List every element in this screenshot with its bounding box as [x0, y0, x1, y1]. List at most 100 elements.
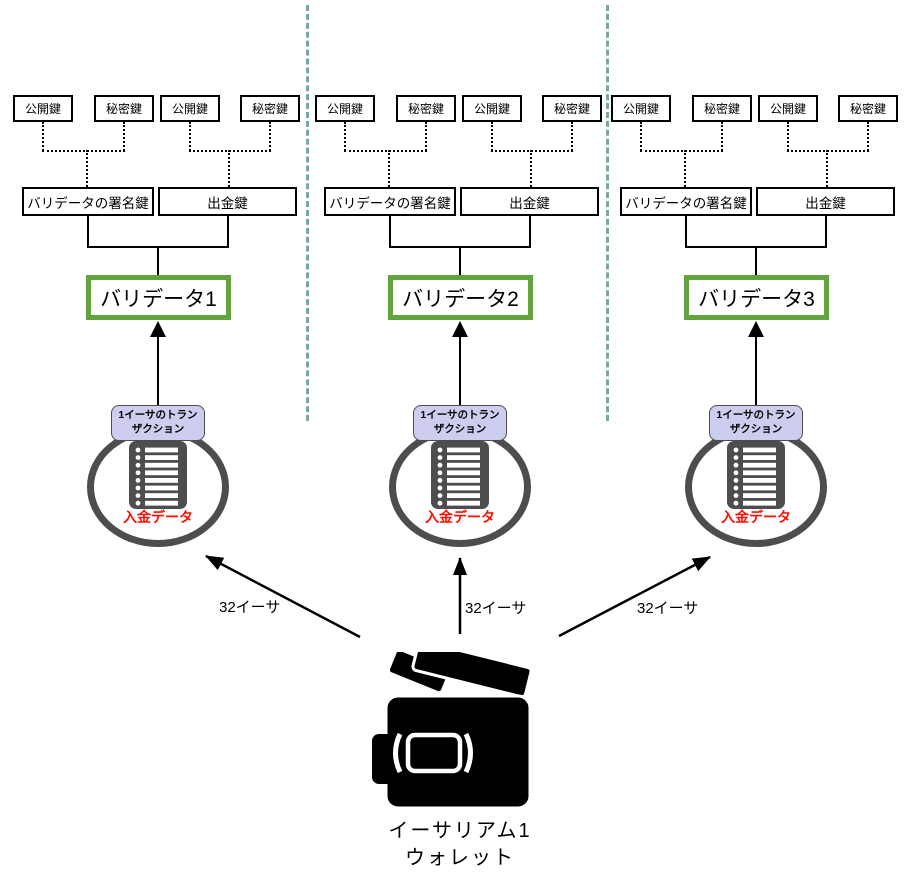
connector-dotted — [42, 150, 125, 152]
validator-label: バリデータ1 — [100, 287, 217, 311]
connector-dotted — [866, 122, 869, 151]
withdrawal-key-box: 出金鍵 — [460, 187, 599, 216]
public-key-box: 公開鍵 — [462, 95, 522, 122]
wallet-label: イーサリアム1 ウォレット — [340, 818, 580, 872]
connector-solid — [684, 216, 687, 247]
connector-dotted — [122, 122, 125, 151]
secret-key-box: 秘密鍵 — [542, 95, 602, 122]
secret-key-box: 秘密鍵 — [94, 95, 154, 122]
secret-key-box: 秘密鍵 — [692, 95, 752, 122]
connector-dotted — [529, 150, 532, 187]
public-key-label: 公開鍵 — [769, 102, 806, 116]
secret-key-label: 秘密鍵 — [553, 102, 590, 116]
withdrawal-key-label: 出金鍵 — [509, 195, 550, 211]
transaction-label: 1イーサのトランザクション — [111, 405, 205, 441]
public-key-label: 公開鍵 — [24, 102, 61, 116]
signing-key-label: バリデータの署名鍵 — [27, 195, 149, 211]
validator-group-3: 公開鍵 秘密鍵 公開鍵 秘密鍵 バリデータの署名鍵 出金鍵 バリデータ3 — [606, 0, 906, 560]
connector-dotted — [387, 150, 390, 187]
connector-dotted — [825, 150, 828, 187]
public-key-box: 公開鍵 — [611, 95, 671, 122]
connector-dotted — [189, 150, 271, 152]
list-icon — [129, 441, 187, 509]
connector-dotted — [787, 150, 869, 152]
deposit-to-validator-arrow — [754, 337, 757, 429]
public-key-label: 公開鍵 — [622, 102, 659, 116]
validator-box: バリデータ2 — [388, 275, 533, 320]
connector-solid — [458, 247, 461, 275]
connector-dotted — [85, 150, 88, 187]
public-key-label: 公開鍵 — [473, 102, 510, 116]
list-icon — [431, 441, 489, 509]
secret-key-box: 秘密鍵 — [838, 95, 898, 122]
secret-key-label: 秘密鍵 — [849, 102, 886, 116]
wallet-icon — [372, 652, 533, 810]
secret-key-label: 秘密鍵 — [407, 102, 444, 116]
transaction-label: 1イーサのトランザクション — [413, 405, 507, 441]
transaction-label: 1イーサのトランザクション — [709, 405, 803, 441]
deposit-to-validator-arrow — [458, 337, 461, 429]
validator-box: バリデータ3 — [684, 275, 829, 320]
signing-key-box: バリデータの署名鍵 — [620, 187, 752, 216]
validator-group-1: 公開鍵 秘密鍵 公開鍵 秘密鍵 バリデータの署名鍵 出金鍵 バリデータ1 — [8, 0, 308, 560]
connector-dotted — [268, 122, 271, 151]
withdrawal-key-label: 出金鍵 — [207, 195, 248, 211]
arrow-up-icon — [747, 321, 764, 337]
connector-solid — [86, 216, 89, 247]
signing-key-box: バリデータの署名鍵 — [22, 187, 154, 216]
connector-dotted — [41, 122, 44, 151]
public-key-label: 公開鍵 — [171, 102, 208, 116]
validator-label: バリデータ3 — [698, 287, 815, 311]
secret-key-label: 秘密鍵 — [105, 102, 142, 116]
connector-dotted — [570, 122, 573, 151]
validator-group-2: 公開鍵 秘密鍵 公開鍵 秘密鍵 バリデータの署名鍵 出金鍵 バリデータ2 — [310, 0, 610, 560]
connector-dotted — [344, 150, 427, 152]
signing-key-label: バリデータの署名鍵 — [625, 195, 747, 211]
connector-solid — [754, 247, 757, 275]
connector-dotted — [490, 122, 493, 151]
wallet-label-line1: イーサリアム1 — [388, 820, 532, 842]
connector-dotted — [639, 122, 642, 151]
connector-solid — [389, 245, 531, 248]
connector-dotted — [188, 122, 191, 151]
connector-dotted — [343, 122, 346, 151]
connector-solid — [226, 216, 229, 247]
connector-solid — [528, 216, 531, 247]
connector-dotted — [424, 122, 427, 151]
connector-solid — [388, 216, 391, 247]
wallet-label-line2: ウォレット — [405, 847, 515, 869]
secret-key-label: 秘密鍵 — [703, 102, 740, 116]
secret-key-label: 秘密鍵 — [251, 102, 288, 116]
public-key-label: 公開鍵 — [326, 102, 363, 116]
public-key-box: 公開鍵 — [13, 95, 73, 122]
deposit-data-label: 入金データ — [721, 509, 791, 525]
deposit-data-label: 入金データ — [123, 509, 193, 525]
separator-line — [306, 5, 309, 421]
public-key-box: 公開鍵 — [160, 95, 220, 122]
withdrawal-key-box: 出金鍵 — [756, 187, 895, 216]
separator-line — [606, 5, 609, 421]
signing-key-box: バリデータの署名鍵 — [324, 187, 456, 216]
secret-key-box: 秘密鍵 — [396, 95, 456, 122]
connector-dotted — [227, 150, 230, 187]
secret-key-box: 秘密鍵 — [240, 95, 300, 122]
signing-key-label: バリデータの署名鍵 — [329, 195, 451, 211]
validator-label: バリデータ2 — [402, 287, 519, 311]
connector-dotted — [720, 122, 723, 151]
public-key-box: 公開鍵 — [315, 95, 375, 122]
connector-solid — [87, 245, 229, 248]
connector-dotted — [640, 150, 723, 152]
connector-dotted — [491, 150, 573, 152]
arrow-up-icon — [149, 321, 166, 337]
connector-dotted — [786, 122, 789, 151]
connector-solid — [156, 247, 159, 275]
withdrawal-key-box: 出金鍵 — [158, 187, 297, 216]
amount-label: 32イーサ — [637, 600, 699, 617]
amount-label: 32イーサ — [219, 599, 281, 616]
validator-box: バリデータ1 — [86, 275, 231, 320]
deposit-data-label: 入金データ — [425, 509, 495, 525]
list-icon — [727, 441, 785, 509]
public-key-box: 公開鍵 — [758, 95, 818, 122]
connector-solid — [824, 216, 827, 247]
